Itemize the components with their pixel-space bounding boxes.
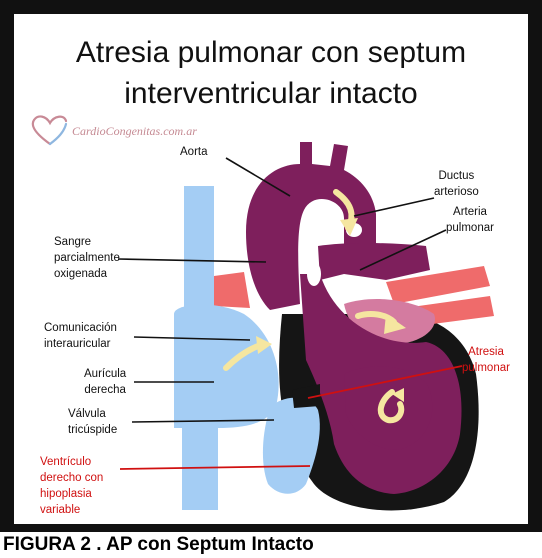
figure-caption: FIGURA 2 . AP con Septum Intacto — [3, 534, 314, 556]
label-sangre: Sangre parcialmente oxigenada — [54, 234, 120, 282]
label-valvula: Válvula tricúspide — [68, 406, 117, 438]
superior-vena-cava — [184, 186, 214, 314]
aortic-arch-gap — [304, 210, 328, 238]
label-aorta: Aorta — [180, 144, 208, 160]
label-auricula: Aurícula derecha — [84, 366, 126, 398]
label-ventriculo: Ventrículo derecho con hipoplasia variab… — [40, 454, 103, 518]
pulmonary-artery — [318, 243, 430, 280]
label-arteria-pulmonar: Arteria pulmonar — [446, 204, 494, 236]
label-ductus: Ductus arterioso — [434, 168, 479, 200]
diagram-panel: Atresia pulmonar con septum interventric… — [14, 14, 528, 524]
label-comunicacion: Comunicación interauricular — [44, 320, 117, 352]
lower-gap — [307, 262, 321, 286]
label-atresia: Atresia pulmonar — [462, 344, 510, 376]
